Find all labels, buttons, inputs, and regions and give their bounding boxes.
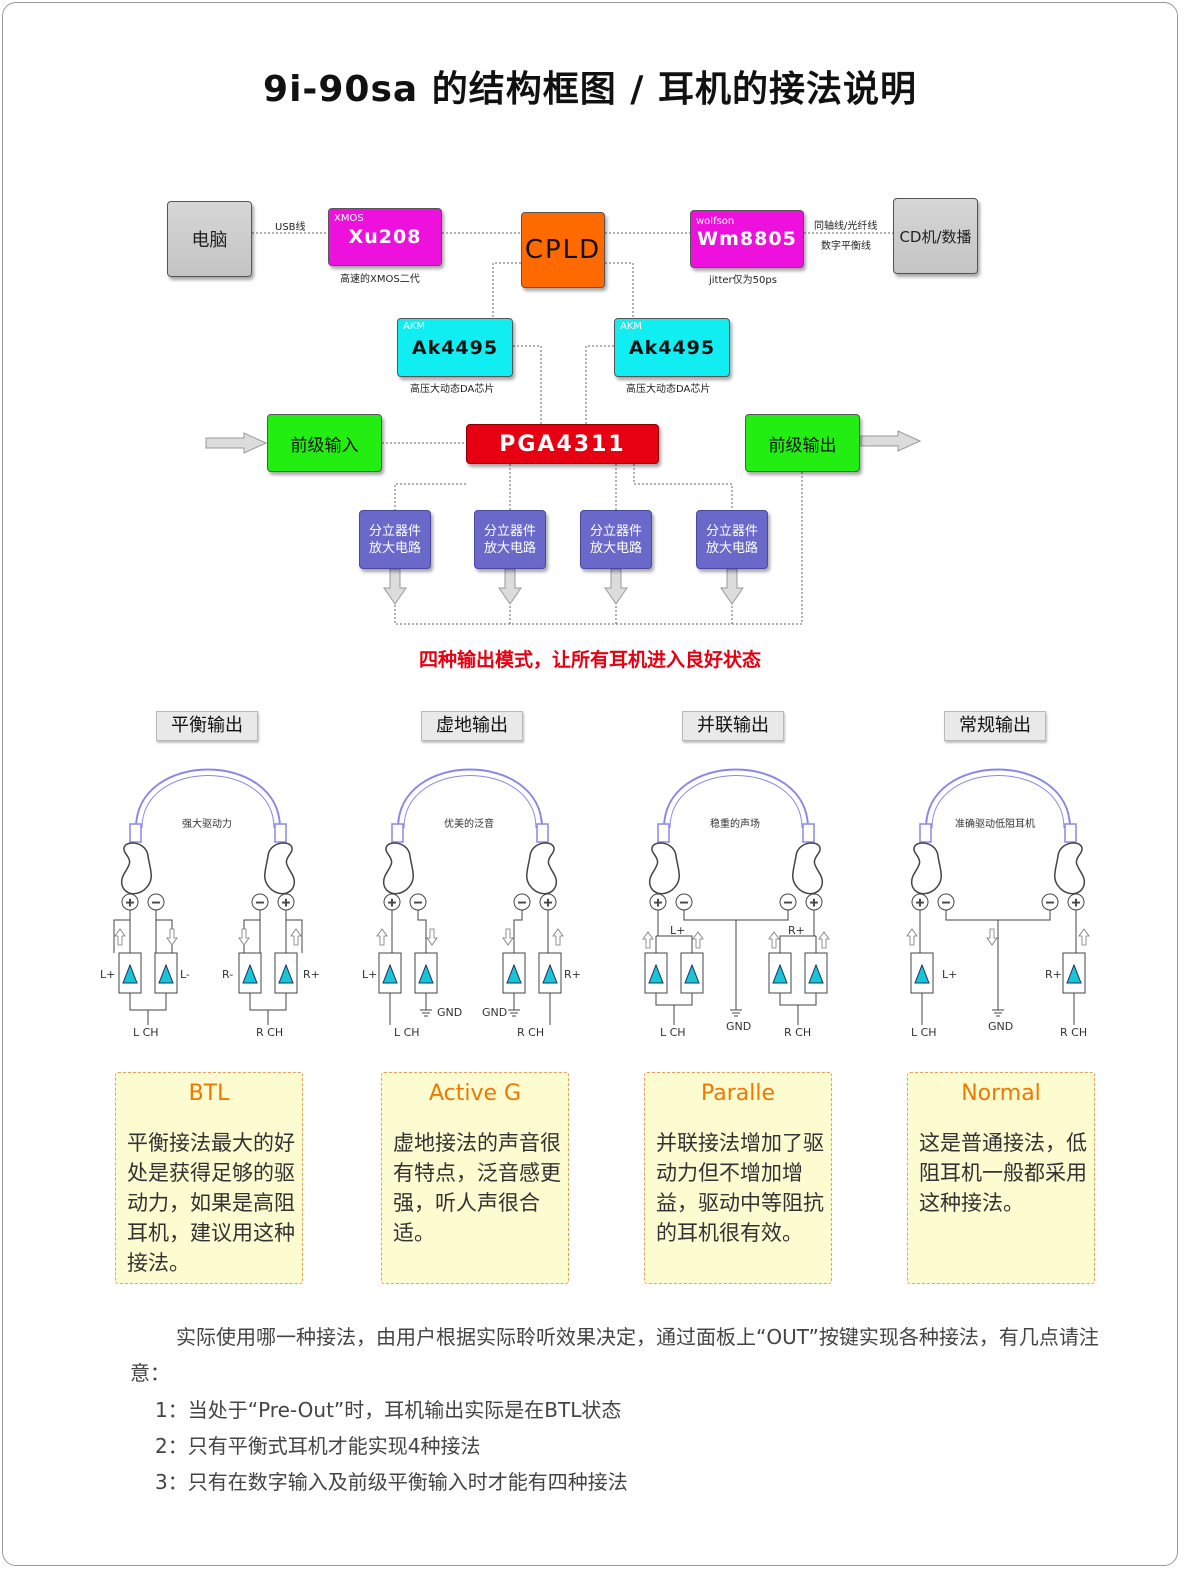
note-text-paralle: 并联接法增加了驱动力但不增加增益，驱动中等阻抗的耳机很有效。 bbox=[656, 1131, 824, 1245]
note-card-btl: BTL 平衡接法最大的好处是获得足够的驱动力，如果是高阻耳机，建议用这种接法。 bbox=[115, 1072, 303, 1284]
dac-right-brand: AKM bbox=[620, 321, 643, 332]
footer-intro: 实际使用哪一种接法，由用户根据实际聆听效果决定，通过面板上“OUT”按键实现各种… bbox=[130, 1325, 1099, 1385]
wolfson-name: Wm8805 bbox=[697, 228, 797, 250]
m3-lch: L CH bbox=[660, 1026, 686, 1039]
note-card-normal: Normal 这是普通接法，低阻耳机一般都采用这种接法。 bbox=[907, 1072, 1095, 1284]
amp-2: 分立器件 放大电路 bbox=[474, 510, 546, 569]
coax-label: 同轴线/光纤线 bbox=[814, 221, 878, 232]
dac-left-caption: 高压大动态DA芯片 bbox=[410, 384, 495, 395]
amp-4-line1: 分立器件 bbox=[705, 523, 758, 539]
computer-box: 电脑 bbox=[167, 201, 252, 277]
note-title-active-g: Active G bbox=[428, 1081, 522, 1106]
m4-lplus: L+ bbox=[942, 968, 957, 981]
m1-lplus: L+ bbox=[100, 968, 115, 981]
footer-note-2: 2：只有平衡式耳机才能实现4种接法 bbox=[155, 1434, 481, 1458]
m1-rminus: R- bbox=[222, 968, 233, 981]
note-text-normal: 这是普通接法，低阻耳机一般都采用这种接法。 bbox=[919, 1131, 1087, 1215]
m1-lch: L CH bbox=[133, 1026, 159, 1039]
mode-label-active-ground: 虚地输出 bbox=[421, 711, 523, 741]
footer-note-1: 1：当处于“Pre-Out”时，耳机输出实际是在BTL状态 bbox=[155, 1398, 622, 1422]
amp-2-line1: 分立器件 bbox=[483, 523, 536, 539]
mode-4-caption: 准确驱动低阻耳机 bbox=[955, 819, 1035, 830]
pga4311-box: PGA4311 bbox=[466, 424, 659, 464]
note-title-paralle: Paralle bbox=[700, 1081, 776, 1106]
dac-left-chip: Ak4495 bbox=[397, 318, 513, 377]
headphone-circuits: + − − + bbox=[100, 768, 1090, 1039]
xmos-brand: XMOS bbox=[334, 213, 364, 224]
amp-3-line2: 放大电路 bbox=[589, 540, 642, 556]
dac-right-name: Ak4495 bbox=[628, 336, 716, 359]
block-diagram-connectors bbox=[205, 232, 922, 625]
m4-rch: R CH bbox=[1060, 1026, 1087, 1039]
m4-lch: L CH bbox=[911, 1026, 937, 1039]
footer-note-3: 3：只有在数字输入及前级平衡输入时才能有四种接法 bbox=[155, 1470, 628, 1494]
m2-rch: R CH bbox=[517, 1026, 544, 1039]
usb-label: USB线 bbox=[275, 222, 306, 233]
amp-3-line1: 分立器件 bbox=[589, 523, 642, 539]
wolfson-caption: jitter仅为50ps bbox=[709, 275, 777, 286]
m4-gnd: GND bbox=[988, 1020, 1013, 1033]
m1-rplus: R+ bbox=[303, 968, 320, 981]
amp-4: 分立器件 放大电路 bbox=[696, 510, 768, 569]
mode-2-caption: 优美的泛音 bbox=[444, 819, 494, 830]
mode-label-normal: 常规输出 bbox=[944, 711, 1046, 741]
m2-lplus: L+ bbox=[362, 968, 377, 981]
amp-1-line2: 放大电路 bbox=[368, 540, 421, 556]
mode-3-caption: 稳重的声场 bbox=[710, 819, 760, 830]
m1-lminus: L- bbox=[180, 968, 190, 981]
m4-rplus: R+ bbox=[1045, 968, 1062, 981]
pre-input-box: 前级输入 bbox=[267, 414, 382, 472]
mode-1-caption: 强大驱动力 bbox=[182, 819, 232, 830]
m3-rplus: R+ bbox=[788, 924, 805, 937]
balanced-label: 数字平衡线 bbox=[821, 241, 871, 252]
xmos-name: Xu208 bbox=[348, 226, 422, 248]
pre-output-box: 前级输出 bbox=[745, 414, 860, 472]
m2-lch: L CH bbox=[394, 1026, 420, 1039]
note-card-paralle: Paralle 并联接法增加了驱动力但不增加增益，驱动中等阻抗的耳机很有效。 bbox=[644, 1072, 832, 1284]
note-card-active-g: Active G 虚地接法的声音很有特点，泛音感更强，听人声很合适。 bbox=[381, 1072, 569, 1284]
modes-subtitle: 四种输出模式，让所有耳机进入良好状态 bbox=[418, 649, 761, 671]
wolfson-chip: Wm8805 bbox=[690, 210, 804, 268]
amp-2-line2: 放大电路 bbox=[483, 540, 536, 556]
m3-gnd: GND bbox=[726, 1020, 751, 1033]
m3-rch: R CH bbox=[784, 1026, 811, 1039]
dac-left-brand: AKM bbox=[403, 321, 426, 332]
page-title: 9i-90sa 的结构框图 / 耳机的接法说明 bbox=[263, 69, 917, 110]
note-title-normal: Normal bbox=[961, 1081, 1041, 1106]
note-title-btl: BTL bbox=[188, 1081, 230, 1106]
xmos-caption: 高速的XMOS二代 bbox=[340, 274, 420, 285]
amp-4-line2: 放大电路 bbox=[705, 540, 758, 556]
amp-3: 分立器件 放大电路 bbox=[580, 510, 652, 569]
dac-right-chip: Ak4495 bbox=[614, 318, 730, 377]
amp-1-line1: 分立器件 bbox=[368, 523, 421, 539]
note-text-btl: 平衡接法最大的好处是获得足够的驱动力，如果是高阻耳机，建议用这种接法。 bbox=[127, 1131, 295, 1275]
amp-1: 分立器件 放大电路 bbox=[359, 510, 431, 569]
m1-rch: R CH bbox=[256, 1026, 283, 1039]
mode-label-balanced: 平衡输出 bbox=[156, 711, 258, 741]
m2-rplus: R+ bbox=[564, 968, 581, 981]
note-text-active-g: 虚地接法的声音很有特点，泛音感更强，听人声很合适。 bbox=[393, 1131, 561, 1245]
wolfson-brand: wolfson bbox=[696, 216, 735, 227]
m2-gnd-right: GND bbox=[482, 1006, 507, 1019]
cpld-box: CPLD bbox=[521, 212, 605, 288]
dac-right-caption: 高压大动态DA芯片 bbox=[626, 384, 711, 395]
dac-left-name: Ak4495 bbox=[411, 336, 499, 359]
m2-gnd-left: GND bbox=[437, 1006, 462, 1019]
mode-label-parallel: 并联输出 bbox=[682, 711, 784, 741]
xmos-chip: Xu208 bbox=[328, 208, 442, 266]
m3-lplus: L+ bbox=[670, 924, 685, 937]
cd-player-box: CD机/数播 bbox=[893, 198, 978, 274]
